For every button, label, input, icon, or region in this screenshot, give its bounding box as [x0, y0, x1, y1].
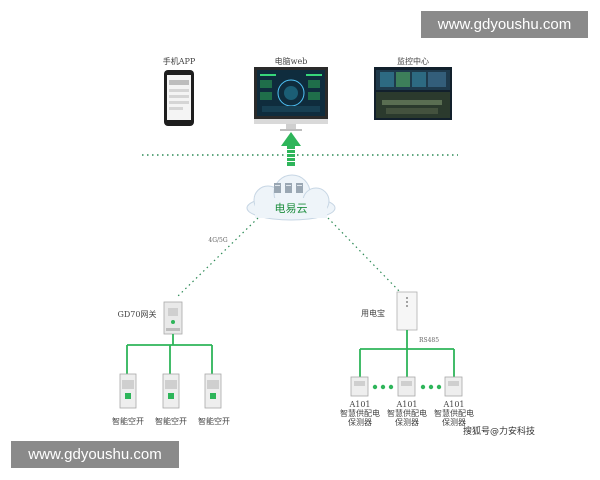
cloud-icon	[246, 174, 336, 221]
smart-breaker-3	[204, 373, 222, 409]
protector-model-1: A101	[349, 400, 371, 409]
breaker-label-2: 智能空开	[155, 417, 187, 426]
protector-model-3: A101	[443, 400, 465, 409]
pc-label: 电脑web	[274, 57, 308, 66]
upload-arrow-icon	[281, 132, 301, 166]
rs485-bus	[359, 330, 455, 377]
protector-line2-3: 保测器	[442, 418, 466, 427]
watermark-top: www.gdyoushu.com	[421, 11, 588, 38]
protector-device-3	[444, 376, 463, 397]
source-credit: 搜狐号@力安科技	[463, 427, 536, 437]
protector-device-1	[350, 376, 369, 397]
monitor-center-label: 监控中心	[397, 57, 429, 66]
monitoring-center-image	[374, 67, 452, 120]
protector-line2-1: 保测器	[348, 418, 372, 427]
protector-line1-1: 智慧供配电	[340, 409, 380, 418]
link-label: 4G/5G	[208, 237, 228, 244]
monitor-icon	[254, 67, 328, 131]
smart-breaker-1	[119, 373, 137, 409]
gateway-bus	[126, 334, 213, 374]
gateway-label: GD70网关	[117, 310, 157, 319]
watermark-bottom: www.gdyoushu.com	[11, 441, 179, 468]
phone-label: 手机APP	[162, 57, 196, 66]
protector-model-2: A101	[396, 400, 418, 409]
link-cloud-powerbox	[327, 217, 403, 295]
power-box-label: 用电宝	[361, 309, 385, 318]
gateway-device	[163, 301, 183, 335]
power-box-device	[396, 291, 418, 331]
phone-icon	[164, 70, 194, 126]
smart-breaker-2	[162, 373, 180, 409]
breaker-label-1: 智能空开	[112, 417, 144, 426]
protector-line1-2: 智慧供配电	[387, 409, 427, 418]
rs485-label: RS485	[418, 337, 440, 344]
protector-device-2	[397, 376, 416, 397]
more-devices-dots	[372, 384, 442, 390]
breaker-label-3: 智能空开	[198, 417, 230, 426]
link-cloud-gateway	[175, 217, 259, 299]
protector-line1-3: 智慧供配电	[434, 409, 474, 418]
protector-line2-2: 保测器	[395, 418, 419, 427]
cloud-label: 电易云	[274, 202, 308, 215]
